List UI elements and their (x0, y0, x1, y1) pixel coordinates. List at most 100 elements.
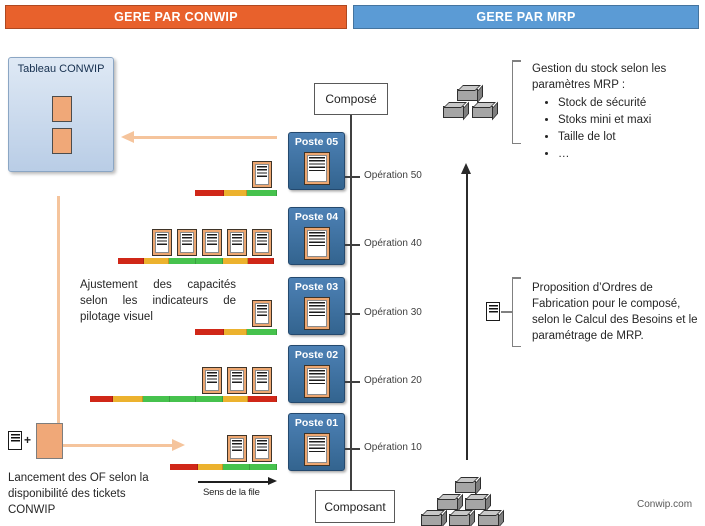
bar-segment-green (247, 329, 277, 335)
mrp-flow-arrow-line (466, 173, 468, 460)
work-order-document-icon (486, 302, 500, 321)
bar-segment-green (196, 396, 223, 402)
operation-label: Opération 40 (364, 238, 422, 249)
machine-ticket-icon (303, 152, 330, 185)
poste-label: Poste 01 (294, 417, 339, 429)
capacity-bar (90, 396, 277, 402)
header-conwip-label: GERE PAR CONWIP (114, 10, 238, 24)
operation-tick (345, 448, 360, 450)
stock-cube-icon (478, 514, 499, 526)
bar-segment-green (250, 464, 277, 470)
conwip-ticket-slot (52, 96, 72, 122)
tableau-conwip-board: Tableau CONWIP (8, 57, 114, 172)
stock-cube-icon (455, 481, 476, 493)
queue-ticket-icon (227, 435, 247, 462)
tableau-conwip-title: Tableau CONWIP (17, 63, 105, 75)
mrp-flow-arrow-head-icon (461, 163, 471, 174)
gestion-bullet: Stoks mini et maxi (558, 112, 704, 128)
conwip-ticket-slot (52, 128, 72, 154)
queue-direction-arrow-head-icon (268, 477, 277, 485)
bar-segment-red (248, 258, 274, 264)
capacity-bar (195, 329, 277, 335)
gestion-title: Gestion du stock selon les paramètres MR… (532, 63, 667, 92)
capacity-bar (195, 190, 277, 196)
operation-label: Opération 30 (364, 307, 422, 318)
bracket-proposition-icon (512, 277, 521, 347)
return-arrow-head-icon (121, 131, 134, 143)
bar-segment-green (169, 258, 196, 264)
gestion-bullet: Stock de sécurité (558, 95, 704, 111)
bracket-connector-line (501, 311, 512, 313)
bar-segment-yellow (113, 396, 143, 402)
bar-segment-red (118, 258, 144, 264)
bar-segment-red (195, 329, 224, 335)
compose-box: Composé (314, 83, 388, 115)
bar-segment-yellow (223, 396, 248, 402)
bracket-gestion-icon (512, 60, 521, 144)
bar-segment-green (223, 464, 250, 470)
plus-sign: + (24, 433, 32, 447)
operation-label: Opération 10 (364, 442, 422, 453)
bar-segment-yellow (224, 329, 247, 335)
bar-segment-yellow (223, 258, 248, 264)
queue-ticket-icon (252, 229, 272, 256)
operation-label: Opération 50 (364, 170, 422, 181)
bar-segment-red (195, 190, 224, 196)
header-gere-par-mrp: GERE PAR MRP (353, 5, 699, 29)
bar-segment-green (247, 190, 277, 196)
gestion-bullet: Taille de lot (558, 129, 704, 145)
stock-cube-icon (472, 106, 493, 118)
compose-label: Composé (325, 92, 377, 106)
queue-ticket-icon (202, 367, 222, 394)
header-mrp-label: GERE PAR MRP (476, 10, 576, 24)
footer-watermark: Conwip.com (637, 499, 693, 510)
stock-cube-icon (443, 106, 464, 118)
machine-ticket-icon (303, 433, 330, 466)
header-gere-par-conwip: GERE PAR CONWIP (5, 5, 347, 29)
poste-box: Poste 01 (288, 413, 345, 471)
bar-segment-yellow (144, 258, 169, 264)
stock-cube-icon (449, 514, 470, 526)
bar-segment-red (248, 396, 277, 402)
bar-segment-green (143, 396, 170, 402)
queue-direction-arrow-line (198, 481, 268, 483)
queue-ticket-icon (252, 367, 272, 394)
composant-label: Composant (324, 499, 386, 514)
ajustement-note: Ajustement des capacités selon les indic… (80, 279, 236, 324)
machine-ticket-icon (303, 227, 330, 260)
queue-ticket-icon (177, 229, 197, 256)
operation-label: Opération 20 (364, 375, 422, 386)
queue-ticket-icon (252, 161, 272, 188)
gestion-bullet: … (558, 146, 704, 162)
gestion-bullet-list: Stock de sécurité Stoks mini et maxi Tai… (532, 95, 704, 162)
machine-ticket-icon (303, 365, 330, 398)
queue-ticket-icon (152, 229, 172, 256)
queue-ticket-icon (227, 229, 247, 256)
flow-line (350, 115, 352, 491)
conwip-ticket-icon (36, 423, 63, 459)
ticket-loop-line-vertical (57, 196, 60, 445)
queue-direction-label: Sens de la file (203, 487, 260, 498)
bar-segment-green (170, 396, 196, 402)
ticket-loop-line-horizontal (57, 444, 173, 447)
poste-label: Poste 03 (294, 281, 339, 293)
poste-box: Poste 05 (288, 132, 345, 190)
poste-box: Poste 04 (288, 207, 345, 265)
capacity-bar (118, 258, 274, 264)
bar-segment-yellow (224, 190, 247, 196)
poste-label: Poste 04 (294, 211, 339, 223)
operation-tick (345, 176, 360, 178)
poste-label: Poste 05 (294, 136, 339, 148)
operation-tick (345, 244, 360, 246)
queue-ticket-icon (252, 435, 272, 462)
queue-ticket-icon (202, 229, 222, 256)
ticket-loop-arrow-head-icon (172, 439, 185, 451)
return-arrow-line (133, 136, 277, 139)
stock-cube-icon (457, 89, 478, 101)
operation-tick (345, 313, 360, 315)
proposition-note: Proposition d’Ordres de Fabrication pour… (532, 282, 698, 343)
gestion-note: Gestion du stock selon les paramètres MR… (532, 61, 704, 164)
capacity-bar (170, 464, 277, 470)
queue-ticket-icon (227, 367, 247, 394)
